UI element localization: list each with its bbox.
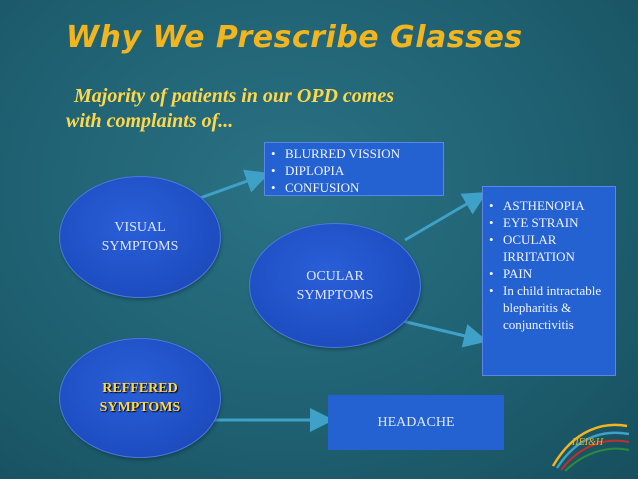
visual-complaints-list: BLURRED VISSION DIPLOPIA CONFUSION: [265, 145, 443, 196]
arrow-ocular-to-list-lower: [397, 318, 488, 348]
ocular-symptoms-shape: OCULAR SYMPTOMS: [249, 223, 421, 348]
list-item: ASTHENOPIA: [483, 197, 611, 214]
slide-title: Why We Prescribe Glasses: [66, 20, 523, 55]
slide-subtitle: Majority of patients in our OPD comes wi…: [66, 84, 566, 134]
subtitle-line-1: Majority of patients in our OPD comes: [74, 85, 395, 107]
list-item: DIPLOPIA: [265, 162, 443, 179]
list-item: OCULAR IRRITATION: [483, 231, 611, 265]
visual-complaints-box: BLURRED VISSION DIPLOPIA CONFUSION: [264, 142, 444, 196]
list-item: EYE STRAIN: [483, 214, 611, 231]
arrow-visual-to-list: [199, 169, 270, 200]
ocular-complaints-box: ASTHENOPIA EYE STRAIN OCULAR IRRITATION …: [482, 186, 616, 376]
arrow-ocular-to-list-upper: [404, 191, 488, 242]
headache-box: HEADACHE: [328, 395, 504, 450]
referred-symptoms-shape: REFFERED SYMPTOMS: [59, 338, 221, 458]
logo-text: IIEI&H: [572, 437, 604, 448]
referred-symptoms-label: REFFERED SYMPTOMS: [99, 381, 181, 415]
list-item: PAIN: [483, 265, 611, 282]
headache-label: HEADACHE: [377, 414, 455, 430]
subtitle-line-2: with complaints of...: [66, 110, 234, 132]
visual-symptoms-shape: VISUAL SYMPTOMS: [59, 176, 221, 298]
list-item: BLURRED VISSION: [265, 145, 443, 162]
ocular-symptoms-label: OCULAR SYMPTOMS: [296, 268, 374, 303]
ocular-complaints-list: ASTHENOPIA EYE STRAIN OCULAR IRRITATION …: [483, 197, 611, 333]
list-item: CONFUSION: [265, 179, 443, 196]
list-item: In child intractable blepharitis & conju…: [483, 282, 611, 333]
visual-symptoms-label: VISUAL SYMPTOMS: [101, 220, 179, 254]
swoosh-logo-icon: [551, 423, 630, 472]
